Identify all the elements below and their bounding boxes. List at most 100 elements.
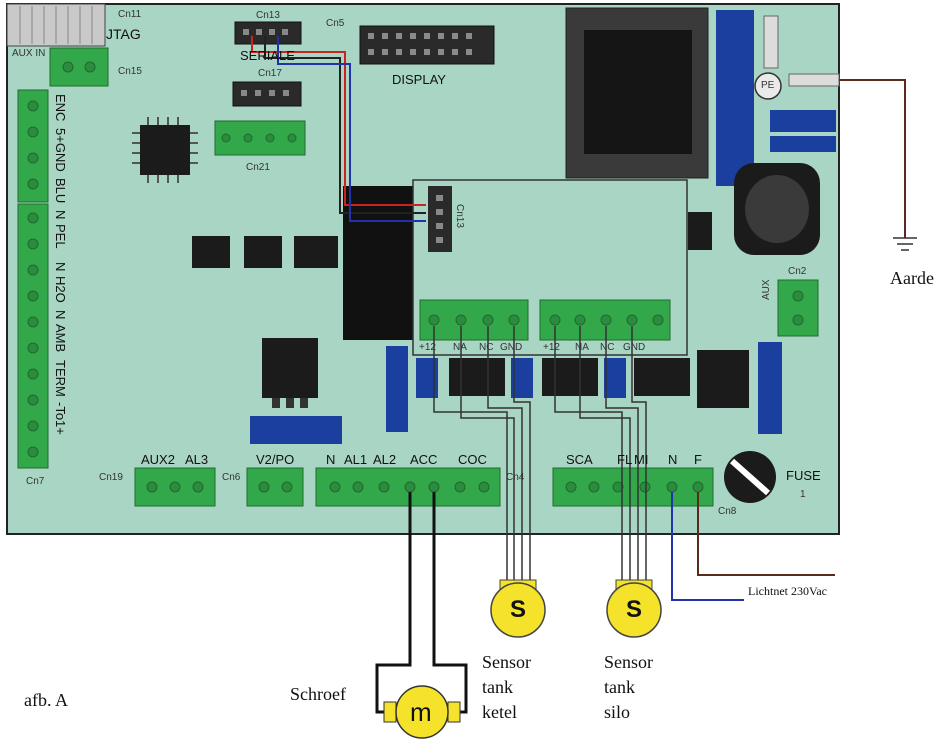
- display-connector: [359, 25, 495, 65]
- figure-label: afb. A: [24, 690, 68, 710]
- label-cn8: Cn8: [718, 506, 737, 517]
- left-terminal-label-8: AMB: [53, 324, 68, 353]
- relay-3: [634, 358, 690, 396]
- relay-right-label-1: NA: [575, 342, 589, 353]
- label-cn17: Cn17: [258, 68, 282, 79]
- sensor-silo-symbol: S: [626, 596, 643, 623]
- blue-component-bottom-left: [250, 416, 342, 444]
- component-small-4: [688, 212, 712, 250]
- label-cn5: Cn5: [326, 18, 345, 29]
- earth-wire: [839, 79, 906, 238]
- relay-right-label-3: GND: [623, 342, 646, 353]
- label-schroef: Schroef: [290, 684, 346, 704]
- cn17-connector: [232, 81, 302, 107]
- left-terminal-label-7: N: [53, 310, 68, 320]
- label-cn2: Cn2: [788, 266, 807, 277]
- blue-component-left-1: [386, 346, 408, 432]
- relay-2: [542, 358, 598, 396]
- wire-ketel-4: [513, 326, 531, 585]
- sensor-ketel-line-2: tank: [482, 677, 513, 697]
- label-aux-in: AUX IN: [12, 48, 46, 59]
- component-small-2: [244, 236, 282, 268]
- wire-ketel-2: [460, 326, 515, 585]
- component-small-3: [294, 236, 338, 268]
- bottom-label-n1: N: [326, 452, 336, 467]
- label-jtag: JTAG: [106, 26, 141, 42]
- sensor-silo-line-3: silo: [604, 702, 631, 722]
- left-terminal-label-9: TERM: [53, 360, 68, 397]
- left-terminal-label-1: 5+GND: [53, 128, 68, 172]
- microcontroller-chip: [140, 125, 190, 175]
- sensor-silo: [606, 582, 662, 638]
- sensor-ketel-caption: Sensor tank ketel: [482, 650, 531, 725]
- label-cn15: Cn15: [118, 66, 142, 77]
- left-terminal-label-3: N: [53, 210, 68, 220]
- label-aarde: Aarde: [890, 268, 934, 288]
- label-seriale: SERIALE: [240, 48, 295, 63]
- label-cn7: Cn7: [26, 476, 45, 487]
- label-cn19: Cn19: [99, 472, 123, 483]
- terminal-v2-po: [246, 467, 304, 507]
- pe-terminal: [754, 72, 782, 100]
- motor-schroef: [395, 685, 449, 739]
- sensor-ketel-line-3: ketel: [482, 702, 517, 722]
- label-cn11: Cn11: [118, 9, 142, 20]
- label-cn6: Cn6: [222, 472, 241, 483]
- label-cn21: Cn21: [246, 162, 270, 173]
- bottom-label-al3: AL3: [185, 452, 209, 467]
- left-terminal-label-2: BLU: [53, 178, 68, 204]
- aux-in-terminal: [49, 47, 109, 87]
- motor-wire-1: [375, 492, 412, 714]
- blue-component-top-right-h1: [770, 110, 836, 132]
- bottom-label-f: F: [694, 452, 702, 467]
- blue-component-far-right: [758, 342, 782, 434]
- earth-symbol: [893, 237, 917, 251]
- relay-left-label-0: +12: [419, 342, 436, 353]
- pe-wire-strip: [788, 73, 840, 87]
- left-terminal-label-5: N: [53, 262, 68, 272]
- label-cn4: Cn4: [506, 472, 525, 483]
- left-terminal-label-0: ENC: [53, 94, 68, 122]
- left-terminal-label-10: -To1+: [53, 402, 68, 435]
- blue-component-right: [604, 358, 626, 398]
- relay-right-label-0: +12: [543, 342, 560, 353]
- label-cn13-module: Cn13: [454, 204, 465, 228]
- relay-left-label-3: GND: [500, 342, 523, 353]
- mains-wire-blue: [671, 492, 744, 601]
- component-small-1: [192, 236, 230, 268]
- label-aux: AUX: [761, 279, 772, 300]
- relay-right-label-2: NC: [600, 342, 615, 353]
- motor-symbol: m: [410, 697, 432, 727]
- sensor-ketel-line-1: Sensor: [482, 652, 531, 672]
- terminal-cn8: [552, 467, 714, 507]
- sensor-silo-line-2: tank: [604, 677, 635, 697]
- power-ic-right: [697, 350, 749, 408]
- label-fuse: FUSE: [786, 468, 821, 483]
- sensor-silo-caption: Sensor tank silo: [604, 650, 653, 725]
- relay-1: [449, 358, 505, 396]
- wire-silo-1: [554, 326, 623, 585]
- relay-left-label-2: NC: [479, 342, 494, 353]
- power-ic-left: [262, 338, 318, 398]
- wire-silo-3: [605, 326, 639, 585]
- label-display: DISPLAY: [392, 72, 446, 87]
- label-cn13-top: Cn13: [256, 10, 280, 21]
- bottom-label-coc: COC: [458, 452, 487, 467]
- sensor-ketel: [490, 582, 546, 638]
- left-terminal-label-6: H2O: [53, 276, 68, 303]
- bottom-label-fl: FL: [617, 452, 633, 467]
- wire-ketel-3: [487, 326, 523, 585]
- black-block-module: [343, 186, 415, 340]
- bottom-label-al1: AL1: [344, 452, 368, 467]
- bottom-label-v2po: V2/PO: [256, 452, 295, 467]
- serial-wire-blue: [277, 36, 426, 222]
- pe-strip: [763, 15, 779, 69]
- blue-component-top-right-v: [716, 10, 754, 186]
- label-pe: PE: [761, 80, 775, 91]
- mains-wire-brown: [697, 492, 835, 576]
- serial-wire-black: [264, 36, 426, 214]
- sensor-silo-line-1: Sensor: [604, 652, 653, 672]
- aux-terminal-cn2: [777, 279, 819, 337]
- bottom-label-n2: N: [668, 452, 678, 467]
